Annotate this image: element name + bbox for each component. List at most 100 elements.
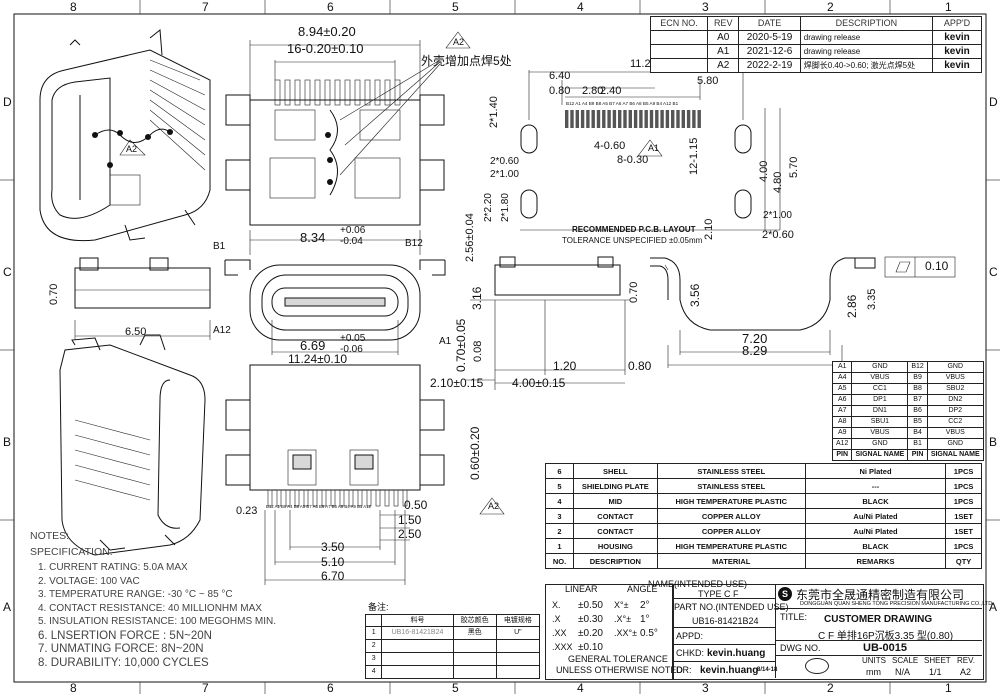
remark-row: 3: [364, 652, 541, 666]
bom-cell: SHIELDING PLATE: [572, 478, 658, 494]
pcb-pad: [570, 110, 574, 128]
note-item: 8. DURABILITY: 10,000 CYCLES: [38, 656, 209, 669]
pin-cell: SBU1: [851, 416, 909, 428]
bom-cell: HOUSING: [572, 538, 658, 554]
remark-cell: U": [495, 626, 541, 640]
bom-cell: 5: [545, 478, 574, 494]
zone-col-top: 7: [202, 0, 209, 14]
bom-cell: CONTACT: [572, 508, 658, 524]
zone-col-bottom: 6: [327, 681, 334, 695]
pin-cell: A4: [831, 372, 853, 384]
dim-pcb-i: 12-1.15: [688, 137, 700, 175]
zone-row-right: A: [989, 600, 998, 614]
tol-x-value: ±0.20: [578, 628, 603, 639]
pin-cell: PIN: [907, 449, 928, 461]
dim-mid-c: 1.20: [553, 359, 577, 373]
pin-cell: GND: [851, 438, 909, 450]
pcb-pad: [660, 110, 664, 128]
zone-row-left: D: [3, 95, 12, 109]
tb-name-label: NAME(INTENDED USE): [648, 579, 748, 589]
bom-cell: COPPER ALLOY: [656, 508, 806, 524]
bom-cell: 1SET: [945, 523, 982, 539]
pcb-pad: [697, 110, 701, 128]
tol-x-label: X.: [552, 600, 561, 610]
bom-cell: BLACK: [804, 538, 947, 554]
note-item: 5. INSULATION RESISTANCE: 100 MEGOHMS MI…: [38, 616, 277, 627]
pin-cell: VBUS: [851, 427, 909, 439]
pin-cell: VBUS: [851, 372, 909, 384]
label-b1: B1: [213, 241, 226, 252]
rev-cell: 焊脚长0.40->0.60; 激光点焊5处: [799, 58, 933, 73]
pcb-tolerance: TOLERANCE UNSPECIFIED ±0.05mm: [562, 236, 703, 245]
dim-pcb-p: 4.80: [772, 171, 784, 193]
pcb-pad: [676, 110, 680, 128]
tol-general2: UNLESS OTHERWISE NOTED: [556, 665, 683, 675]
dim-pcb-j: 2*0.60: [490, 156, 519, 167]
pcb-pad: [580, 110, 585, 128]
rev-cell: drawing release: [799, 30, 933, 45]
tolerance-frame: [545, 584, 674, 680]
remark-cell: 2: [364, 639, 383, 653]
tb-scale-v: N/A: [895, 667, 911, 677]
note-item: 1. CURRENT RATING: 5.0A MAX: [38, 562, 188, 573]
pin-cell: GND: [926, 438, 984, 450]
label-a12: A12: [213, 325, 231, 336]
dim-pcb-d: 2.80: [582, 85, 604, 97]
remark-header-row: 料号胶芯颜色电镀规格: [364, 614, 541, 627]
pin-cell: SIGNAL NAME: [926, 449, 984, 461]
title-hline: [672, 644, 775, 645]
remark-cell: [495, 665, 541, 679]
pin-cell: B6: [907, 405, 928, 417]
bom-cell: Au/Ni Plated: [804, 523, 947, 539]
zone-col-bottom: 4: [577, 681, 584, 695]
pin-cell: DP2: [926, 405, 984, 417]
dim-mid-b: 4.00±0.15: [512, 376, 566, 390]
rev-header-cell: DATE: [738, 16, 801, 31]
tb-company-cn: 东莞市全晟通精密制造有限公司: [796, 588, 965, 602]
company-logo: S: [778, 587, 792, 601]
rev-cell: A2: [707, 58, 740, 73]
tb-sheet: SHEET: [924, 656, 951, 665]
bom-cell: QTY: [945, 553, 982, 569]
dim-depth: 3.16: [470, 286, 484, 310]
dim-pitch-c: 2.50: [398, 527, 422, 541]
tb-rev-v: A2: [960, 667, 972, 677]
remark-row: 2: [364, 639, 541, 653]
tb-part-label: PART NO.(INTENDED USE): [674, 602, 789, 612]
tb-appd: APPD:: [676, 631, 704, 641]
tb-dwg-value: UB-0015: [863, 642, 908, 654]
dim-front-tol-minus: -0.04: [340, 236, 363, 247]
tb-title2: C F 单排16P沉板3.35 型(0.80): [818, 631, 954, 642]
tol-x-label: .XX: [552, 628, 567, 638]
zone-col-bottom: 2: [827, 681, 834, 695]
tol-x-label: .XXX: [552, 642, 573, 652]
rev-cell: kevin: [931, 44, 983, 59]
dim-pcb-q: 5.70: [788, 156, 800, 178]
zone-row-left: A: [3, 600, 12, 614]
bom-cell: 6: [545, 463, 574, 479]
tb-chkd-value: kevin.huang: [707, 648, 766, 659]
zone-col-top: 5: [452, 0, 459, 14]
zone-col-bottom: 5: [452, 681, 459, 695]
pcb-pad: [575, 110, 579, 128]
bom-cell: NO.: [545, 553, 574, 569]
zone-col-top: 8: [70, 0, 77, 14]
remark-cell: [495, 639, 541, 653]
pcb-balloon-a1: A1: [648, 143, 660, 153]
note-spot-weld: 外壳增加点焊5处: [421, 54, 512, 68]
rev-cell: A1: [707, 44, 740, 59]
tol-a-value: 0.5°: [640, 628, 658, 639]
dim-sink-e: 3.35: [866, 288, 878, 310]
bom-cell: 1PCS: [945, 493, 982, 509]
dim-pitch-b: 1.50: [398, 513, 422, 527]
pin-cell: SIGNAL NAME: [851, 449, 909, 461]
remark-cell: [381, 652, 454, 666]
title-hline-right: [775, 640, 982, 641]
zone-row-left: B: [3, 435, 12, 449]
tb-name-value: TYPE C F: [698, 589, 739, 599]
zone-col-top: 1: [945, 0, 952, 14]
